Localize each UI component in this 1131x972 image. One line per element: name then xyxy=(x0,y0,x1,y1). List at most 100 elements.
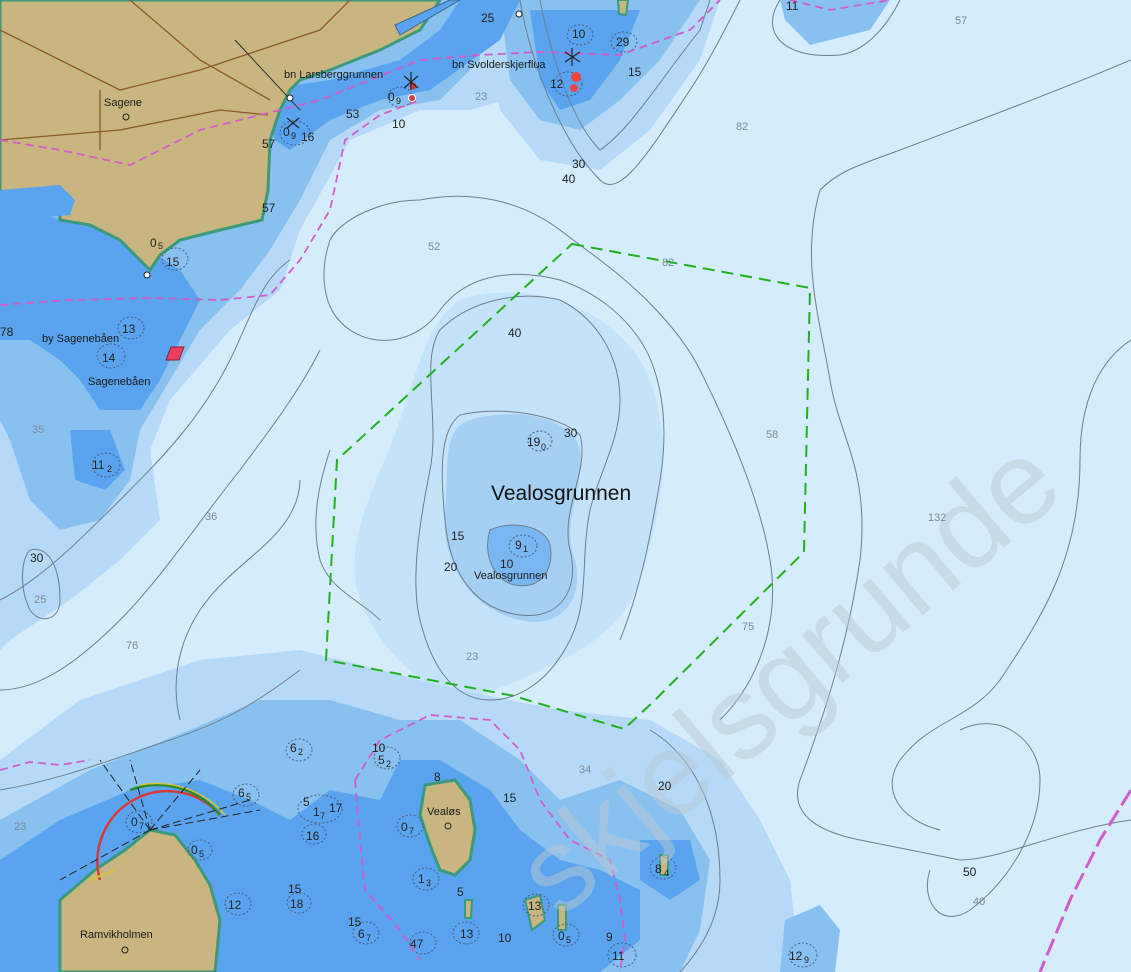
very-shallow-coast xyxy=(260,0,520,150)
depth-sounding: 57 xyxy=(262,201,276,215)
depth-sounding: 8 xyxy=(655,862,662,876)
depth-sounding: 9 xyxy=(515,538,522,552)
rock-markers xyxy=(91,24,818,968)
depth-sounding: 10 xyxy=(572,27,586,41)
magenta-boundaries xyxy=(0,0,891,972)
depth-sounding: 1 xyxy=(313,805,320,819)
depth-sounding: 10 xyxy=(498,931,512,945)
depth-sounding: 40 xyxy=(973,896,985,908)
land-islet-1 xyxy=(616,0,630,17)
depth-sounding: 30 xyxy=(564,426,578,440)
depth-sounding: 30 xyxy=(30,551,44,565)
depth-sounding: 5 xyxy=(246,792,251,802)
depth-sounding: 15 xyxy=(451,529,465,543)
depth-sounding: 16 xyxy=(301,130,315,144)
magenta-solid-boundary xyxy=(1038,789,1131,972)
depth-sounding: 57 xyxy=(262,137,276,151)
depth-sounding: 30 xyxy=(572,157,586,171)
depth-sounding: 12 xyxy=(228,898,242,912)
depth-sounding: 9 xyxy=(804,955,809,965)
depth-sounding: 40 xyxy=(562,172,576,186)
depth-sounding: 2 xyxy=(386,759,391,769)
depth-sounding: 11 xyxy=(92,458,105,472)
very-shallow-island-e xyxy=(640,840,700,900)
depth-sounding: 13 xyxy=(122,322,136,336)
depth-sounding: 2 xyxy=(107,464,112,474)
depth-sounding: 53 xyxy=(346,107,360,121)
place-by-sagenebaen: by Sagenebåen xyxy=(42,333,119,345)
area-boundary xyxy=(324,242,812,731)
depth-sounding: 12 xyxy=(550,77,564,91)
land-vealos xyxy=(418,778,477,877)
place-larsberggrunnen: bn Larsberggrunnen xyxy=(284,69,383,81)
depth-sounding: 19 xyxy=(527,435,541,449)
depth-sounding: 1 xyxy=(523,544,528,554)
depth-sounding: 15 xyxy=(288,882,302,896)
place-svolderskjerflua: bn Svolderskjerflua xyxy=(452,59,546,71)
depth-sounding: 58 xyxy=(766,429,778,441)
depth-sounding: 36 xyxy=(205,511,217,523)
depth-sounding: 76 xyxy=(126,640,138,652)
land-ramvikholmen xyxy=(58,828,222,972)
depth-sounding: 16 xyxy=(306,829,320,843)
depth-sounding: 34 xyxy=(579,764,591,776)
depth-sounding: 35 xyxy=(32,424,44,436)
depth-sounding: 0 xyxy=(401,820,408,834)
depth-sounding: 2 xyxy=(298,747,303,757)
depth-sounding: 25 xyxy=(481,11,495,25)
depth-sounding: 13 xyxy=(528,899,542,913)
map-title-vealosgrunnen: Vealosgrunnen xyxy=(491,482,631,505)
place-ramvikholmen: Ramvikholmen xyxy=(80,929,153,941)
depth-sounding: 0 xyxy=(558,929,565,943)
depth-sounding: 40 xyxy=(508,326,522,340)
depth-sounding: 57 xyxy=(955,15,967,27)
road-2 xyxy=(129,0,271,101)
depth-sounding: 47 xyxy=(410,937,424,951)
depth-sounding: 7 xyxy=(139,821,144,831)
depth-sounding: 12 xyxy=(789,949,803,963)
depth-sounding: 75 xyxy=(742,621,754,633)
depth-sounding: 15 xyxy=(166,255,180,269)
depth-sounding: 78 xyxy=(0,325,14,339)
depth-sounding: 0 xyxy=(150,236,157,250)
very-shallow-north xyxy=(530,10,640,110)
depth-sounding: 9 xyxy=(291,131,296,141)
depth-sounding: 23 xyxy=(466,651,478,663)
depth-sounding: 25 xyxy=(34,594,46,606)
depth-sounding: 11 xyxy=(786,0,799,13)
place-vealos: Vealøs xyxy=(427,806,461,818)
depth-sounding: 132 xyxy=(928,512,946,524)
land-islet-3 xyxy=(557,904,567,931)
nav-marks xyxy=(121,10,581,954)
depth-sounding: 6 xyxy=(358,927,365,941)
depth-sounding: 23 xyxy=(14,821,26,833)
depth-sounding: 15 xyxy=(503,791,517,805)
depth-sounding: 5 xyxy=(566,935,571,945)
depth-sounding: 29 xyxy=(616,35,630,49)
harbour-basin xyxy=(0,185,75,222)
depth-sounding: 7 xyxy=(366,933,371,943)
depth-sounding: 82 xyxy=(736,121,748,133)
depth-sounding: 82 xyxy=(662,257,674,269)
very-shallow-sw xyxy=(70,430,125,490)
depth-sounding: 5 xyxy=(303,795,310,809)
depth-sounding: 50 xyxy=(963,865,977,879)
road-1 xyxy=(0,0,351,91)
depth-sounding: 10 xyxy=(372,741,386,755)
depth-soundings: 25 10 29 15 12 23 0 9 10 53 0 9 16 57 57… xyxy=(0,0,985,965)
depth-sounding: 6 xyxy=(290,741,297,755)
pier xyxy=(394,0,461,36)
shallow-water-ne xyxy=(780,0,890,45)
sector-light xyxy=(59,759,261,881)
depth-sounding: 18 xyxy=(290,897,304,911)
depth-sounding: 4 xyxy=(664,868,669,878)
land-islet-5 xyxy=(659,854,669,876)
depth-sounding: 5 xyxy=(378,753,385,767)
place-sagenebaen: Sagenebåen xyxy=(88,376,150,388)
depth-sounding: 5 xyxy=(158,241,163,251)
depth-sounding: 13 xyxy=(460,927,474,941)
depth-sounding: 17 xyxy=(329,801,343,815)
depth-sounding: 0 xyxy=(541,442,546,452)
